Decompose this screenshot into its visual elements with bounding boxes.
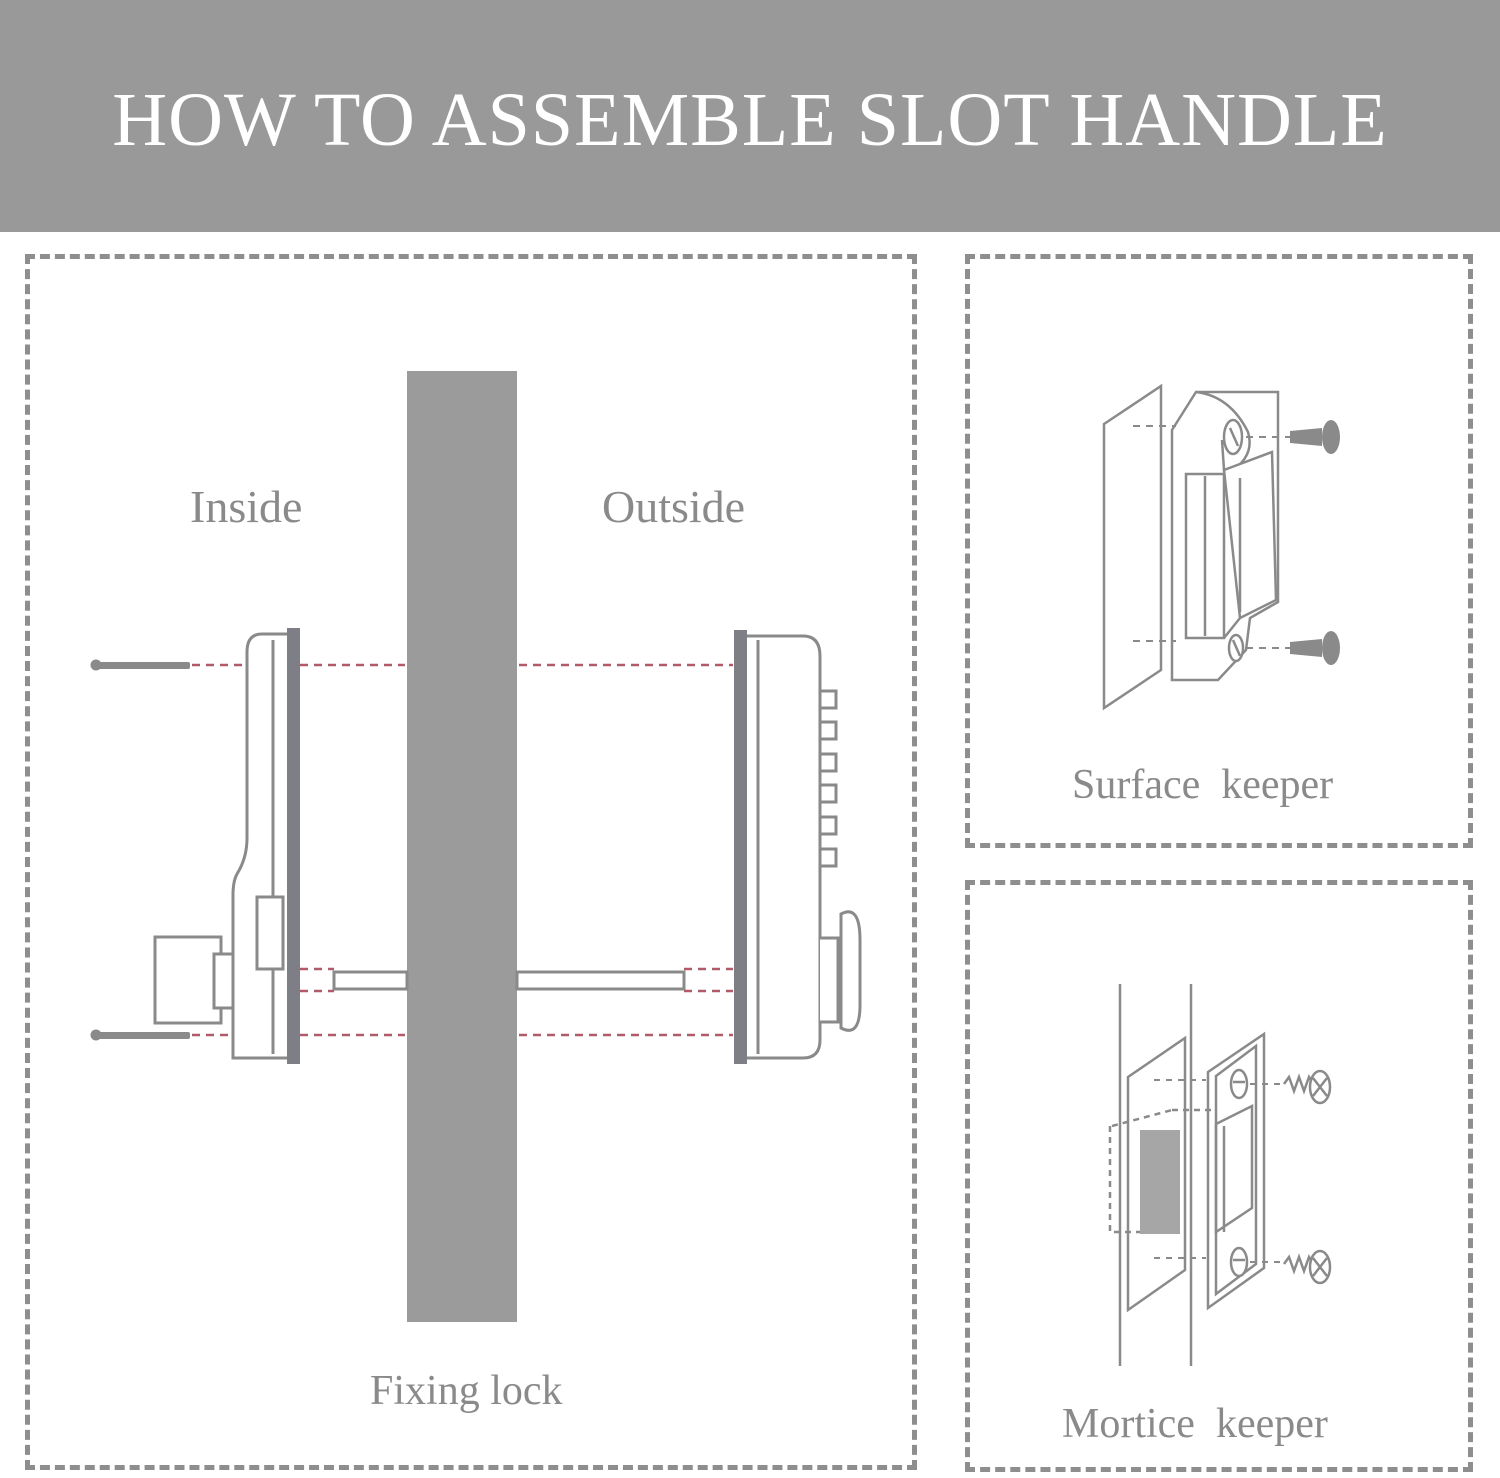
mortice-screw-top [1282,1069,1332,1105]
keypad-buttons [818,689,838,868]
fixing-screw-top [90,659,190,671]
mortice-keeper-illustration [1108,984,1266,1366]
slot-handle-knob [820,910,862,1032]
mortice-keeper-caption: Mortice keeper [1062,1401,1328,1447]
inside-label: Inside [190,481,303,532]
mortice-pocket [1140,1130,1180,1234]
inside-mounting-plate [287,628,300,1064]
spindle-bar [332,970,686,991]
fixing-lock-panel [25,254,917,1470]
outside-keypad-body [747,634,822,1060]
surface-keeper-panel [965,254,1473,848]
inside-lock-body [153,632,287,1060]
title-banner: HOW TO ASSEMBLE SLOT HANDLE [0,0,1500,232]
page-title: HOW TO ASSEMBLE SLOT HANDLE [112,78,1388,162]
fixing-lock-caption: Fixing lock [370,1368,563,1414]
mortice-screw-bottom [1282,1249,1332,1285]
surface-keeper-caption: Surface keeper [1072,762,1334,808]
fixing-screw-bottom [90,1029,190,1041]
door-section [407,371,517,1322]
surface-screw-top [1290,420,1340,454]
surface-screw-bottom [1290,631,1340,665]
surface-keeper-illustration [1102,383,1280,711]
outside-label: Outside [602,481,746,532]
outside-mounting-plate [734,630,747,1064]
mortice-keeper-panel [965,880,1473,1472]
mortice-keeper-guides [1154,1079,1286,1263]
